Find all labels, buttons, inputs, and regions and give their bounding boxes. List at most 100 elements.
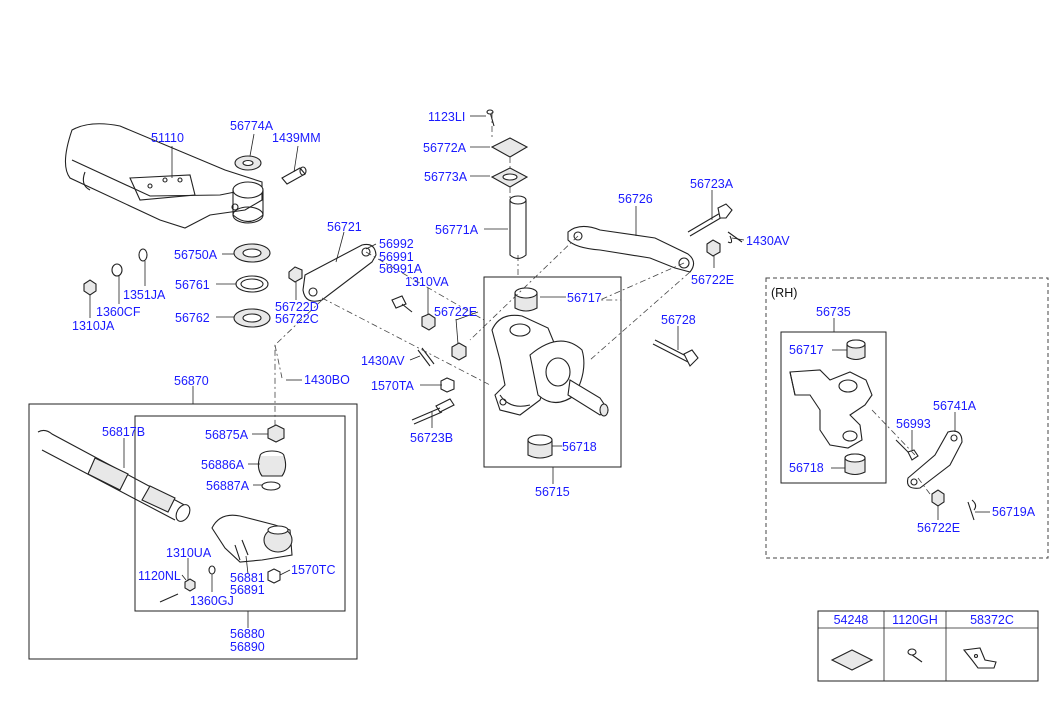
nut-56722E-mid [421, 313, 436, 331]
pitman-arm-56721 [302, 243, 377, 302]
label-56991A: 56991A [379, 262, 423, 276]
label-56772A: 56772A [423, 141, 467, 155]
label-56723A: 56723A [690, 177, 734, 191]
label-56750A: 56750A [174, 248, 218, 262]
rh-knuckle [789, 369, 873, 449]
washer-1360CF [111, 263, 123, 277]
label-56719A: 56719A [992, 505, 1036, 519]
bushing-56718-rh [844, 453, 866, 476]
label-1570TA: 1570TA [371, 379, 415, 393]
cap-56772A [490, 137, 529, 158]
nut-castle-1570TA [440, 342, 467, 393]
label-1570TC: 1570TC [291, 563, 335, 577]
label-1430AV-right: 1430AV [746, 234, 790, 248]
bushing-56718 [527, 434, 553, 459]
bracket-icon [962, 647, 997, 669]
label-56735: 56735 [816, 305, 851, 319]
washer-1351JA [138, 248, 148, 262]
bolt-56993 [895, 439, 919, 461]
bolt-icon [907, 648, 923, 663]
label-56817B: 56817B [102, 425, 145, 439]
legend-item-58372C: 58372C [970, 613, 1014, 627]
label-1123LI: 1123LI [428, 110, 465, 124]
steering-knuckle [491, 314, 609, 417]
connection-lines [274, 112, 931, 495]
legend-table: 54248 1120GH 58372C [817, 610, 1039, 682]
bolt-1310VA [391, 295, 413, 313]
label-56890: 56890 [230, 640, 265, 654]
tie-rod-end-56880 [211, 514, 293, 563]
label-56993: 56993 [896, 417, 931, 431]
nut-56722D [288, 266, 303, 283]
cotter-pin-1430AV-right [727, 231, 743, 244]
label-56722D: 56722D [275, 300, 319, 314]
label-56717: 56717 [567, 291, 602, 305]
tie-rod-end-group-box [134, 415, 346, 612]
label-56771A: 56771A [435, 223, 479, 237]
label-1310VA: 1310VA [405, 275, 449, 289]
nut-56722E-rh [931, 489, 945, 507]
ring-56887A [261, 481, 281, 491]
bushing-56717-rh [846, 339, 866, 361]
label-1310UA: 1310UA [166, 546, 212, 560]
label-51110: 51110 [151, 131, 184, 145]
label-1439MM: 1439MM [272, 131, 321, 145]
nut-1310JA [83, 279, 97, 296]
label-56887A: 56887A [206, 479, 250, 493]
label-56881: 56881 [230, 571, 265, 585]
label-56891: 56891 [230, 583, 265, 597]
label-56718: 56718 [562, 440, 597, 454]
label-56717-rh: 56717 [789, 343, 824, 357]
label-56741A: 56741A [933, 399, 977, 413]
king-pin-56771A [509, 195, 527, 260]
label-56721: 56721 [327, 220, 362, 234]
part-labels: 51110 56774A 1439MM 56750A 56761 56762 1… [72, 110, 1036, 654]
bolt-56728 [652, 339, 699, 367]
tie-rod-56817B [37, 429, 191, 522]
boot-56886A [257, 450, 287, 477]
label-56886A: 56886A [201, 458, 245, 472]
label-56722E-right: 56722E [691, 273, 734, 287]
label-56774A: 56774A [230, 119, 274, 133]
leader-lines [89, 115, 990, 628]
label-56722E-mid: 56722E [434, 305, 477, 319]
bolt-56723B [411, 398, 455, 425]
arm-56741A [906, 430, 963, 489]
label-56761: 56761 [175, 278, 210, 292]
rh-knuckle-box [780, 331, 887, 484]
label-rh: (RH) [771, 286, 797, 300]
label-56773A: 56773A [424, 170, 468, 184]
label-56992: 56992 [379, 237, 414, 251]
label-1310JA: 1310JA [72, 319, 115, 333]
cotter-pin-1430AV [417, 347, 435, 367]
bushing-56717 [514, 287, 538, 312]
bolt-56723A [687, 203, 733, 237]
bolt-1123LI [486, 109, 495, 127]
knuckle-group-box [483, 276, 622, 468]
label-1360GJ: 1360GJ [190, 594, 234, 608]
cotter-pin-56719A [967, 499, 977, 521]
label-1360CF: 1360CF [96, 305, 141, 319]
label-56715: 56715 [535, 485, 570, 499]
nut-56875A [267, 424, 285, 443]
label-56726: 56726 [618, 192, 653, 206]
label-1120NL: 1120NL [138, 569, 181, 583]
idler-arm-56726 [567, 225, 695, 273]
label-56762: 56762 [175, 311, 210, 325]
label-56875A: 56875A [205, 428, 249, 442]
label-56722C: 56722C [275, 312, 319, 326]
tie-rod-group-box [28, 403, 358, 660]
axle-beam-51110 [64, 123, 264, 229]
legend-item-1120GH: 1120GH [892, 613, 938, 627]
label-1430BO: 1430BO [304, 373, 350, 387]
plate-icon [830, 649, 874, 671]
label-56718-rh: 56718 [789, 461, 824, 475]
clamp-hardware [159, 565, 281, 603]
label-56722E-rh: 56722E [917, 521, 960, 535]
label-56723B: 56723B [410, 431, 453, 445]
label-1351JA: 1351JA [123, 288, 166, 302]
rh-group-box [765, 277, 1049, 559]
label-56880: 56880 [230, 627, 265, 641]
nut-56722E-right [706, 239, 721, 257]
label-56870: 56870 [174, 374, 209, 388]
